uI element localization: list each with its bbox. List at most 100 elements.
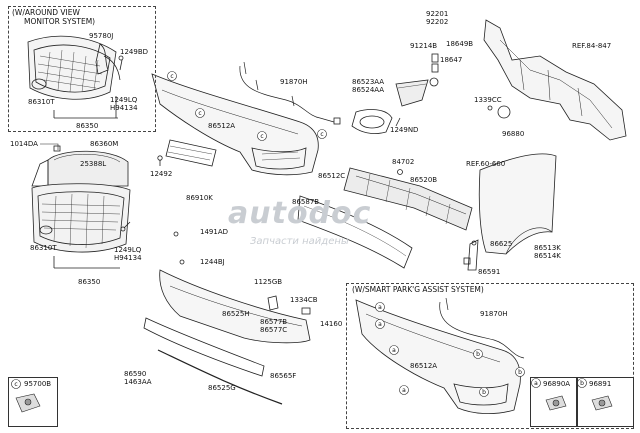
- bumper-beam: [297, 195, 413, 269]
- drl-lamp: [395, 79, 429, 107]
- around-view-title-line1: (W/AROUND VIEW: [12, 8, 80, 17]
- label-86350-a: 86350: [76, 122, 99, 130]
- around-view-title-line2: MONITOR SYSTEM): [24, 17, 96, 26]
- callout-b: b: [476, 351, 480, 358]
- label-91870H-b: 91870H: [480, 310, 508, 318]
- callout-c: c: [170, 73, 173, 80]
- callout-c: c: [320, 131, 323, 138]
- label-1014DA: 1014DA: [10, 140, 38, 148]
- legend-a-circle: a: [534, 380, 538, 387]
- label-1339CC: 1339CC: [474, 96, 502, 104]
- callout-a: a: [378, 304, 382, 311]
- label-86591: 86591: [478, 268, 501, 276]
- label-86587B: 86587B: [292, 198, 320, 206]
- label-18647: 18647: [440, 56, 463, 64]
- label-86625: 86625: [490, 240, 513, 248]
- legend-b-part: 96891: [589, 380, 612, 388]
- label-86360M: 86360M: [90, 140, 119, 148]
- label-H94134-a: H94134: [110, 104, 138, 112]
- emblem-around-view: [31, 78, 47, 90]
- callout-b: b: [482, 389, 486, 396]
- label-1249ND: 1249ND: [390, 126, 419, 134]
- sensor-harness-spas: [439, 301, 525, 359]
- fender: [478, 153, 557, 255]
- grille-around-view: [27, 35, 117, 100]
- emblem: [39, 225, 53, 235]
- legend-b-box: [576, 377, 634, 427]
- label-86525G: 86525G: [208, 384, 236, 392]
- label-1249LQ-a: 1249LQ: [110, 96, 138, 104]
- label-86590: 86590: [124, 370, 147, 378]
- label-18649B: 18649B: [446, 40, 474, 48]
- callout-c: c: [260, 133, 263, 140]
- callout-a: a: [402, 387, 406, 394]
- label-1249BD: 1249BD: [120, 48, 149, 56]
- callout-a: a: [392, 347, 396, 354]
- label-86577B: 86577B: [260, 318, 288, 326]
- label-86514K: 86514K: [534, 252, 561, 260]
- legend-c-circle: c: [14, 381, 17, 388]
- label-86513K: 86513K: [534, 244, 561, 252]
- horn: [497, 105, 511, 119]
- callout-circles: [11, 71, 587, 397]
- label-12492: 12492: [150, 170, 173, 178]
- label-95780J: 95780J: [89, 32, 114, 40]
- label-1334CB: 1334CB: [290, 296, 318, 304]
- label-86565F: 86565F: [270, 372, 297, 380]
- label-92201: 92201: [426, 10, 449, 18]
- camera-95780J: [95, 43, 109, 75]
- label-1249LQ-b: 1249LQ: [114, 246, 142, 254]
- label-1463AA: 1463AA: [124, 378, 152, 386]
- callout-c: c: [198, 110, 201, 117]
- label-86512C: 86512C: [318, 172, 346, 180]
- label-86523AA: 86523AA: [352, 78, 385, 86]
- label-86577C: 86577C: [260, 326, 288, 334]
- legend-c-part: 95700B: [24, 380, 52, 388]
- smart-park-title: (W/SMART PARK'G ASSIST SYSTEM): [352, 285, 484, 294]
- fog-lamp: [351, 109, 393, 134]
- skid-plate: [143, 317, 265, 377]
- label-86524AA: 86524AA: [352, 86, 385, 94]
- callout-a: a: [378, 321, 382, 328]
- front-bumper-upper: [151, 73, 319, 176]
- label-86525H: 86525H: [222, 310, 250, 318]
- label-91870H-a: 91870H: [280, 78, 308, 86]
- label-REF60-660: REF.60-660: [466, 160, 506, 168]
- watermark-text: Запчасти найдены: [250, 236, 349, 247]
- label-86512A-a: 86512A: [208, 122, 236, 130]
- camera-harness: [103, 55, 121, 81]
- around-view-box: [8, 6, 156, 132]
- bumper-absorber: [343, 167, 473, 231]
- molding-86525G: [157, 349, 283, 405]
- label-86910K: 86910K: [186, 194, 213, 202]
- label-25388L: 25388L: [80, 160, 107, 168]
- label-86310T-b: 86310T: [30, 244, 57, 252]
- label-84702: 84702: [392, 158, 415, 166]
- label-14160: 14160: [320, 320, 343, 328]
- legend-sensors: [15, 393, 613, 413]
- label-1244BJ: 1244BJ: [200, 258, 225, 266]
- dash-frame: [483, 19, 627, 141]
- grille-assembly: [31, 150, 131, 253]
- watermark-logo: autodoc: [228, 196, 372, 231]
- legend-b-circle: b: [580, 380, 584, 387]
- label-86350-b: 86350: [78, 278, 101, 286]
- smart-park-box: [346, 283, 634, 429]
- label-91214B: 91214B: [410, 42, 438, 50]
- legend-a-part: 96890A: [543, 380, 571, 388]
- label-H94134-b: H94134: [114, 254, 142, 262]
- label-1491AD: 1491AD: [200, 228, 228, 236]
- label-REF84-847: REF.84-847: [572, 42, 612, 50]
- front-bumper-lower: [159, 269, 311, 344]
- label-86512A-b: 86512A: [410, 362, 438, 370]
- label-92202: 92202: [426, 18, 449, 26]
- label-96880: 96880: [502, 130, 525, 138]
- license-plate-bracket: [165, 139, 217, 167]
- callout-b: b: [518, 369, 522, 376]
- sensor-harness-top: [239, 65, 335, 123]
- legend-a-box: [530, 377, 578, 427]
- label-86310T-a: 86310T: [28, 98, 55, 106]
- label-86520B: 86520B: [410, 176, 438, 184]
- label-1125GB: 1125GB: [254, 278, 283, 286]
